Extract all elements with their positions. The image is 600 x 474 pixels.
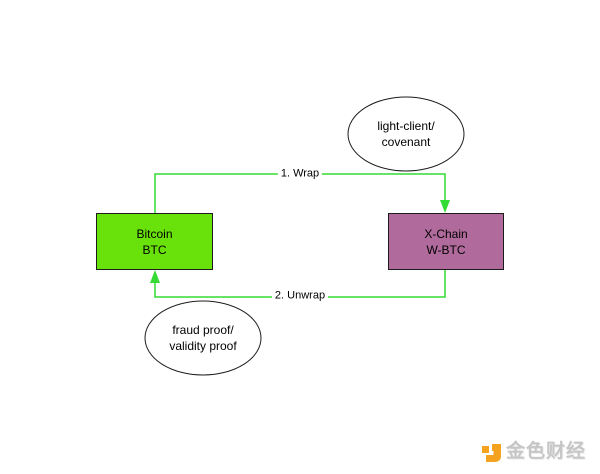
fraud-proof-label-line2: validity proof	[169, 339, 237, 353]
wrap-edge-label: 1. Wrap	[277, 167, 323, 181]
light-client-label-line2: covenant	[381, 135, 431, 149]
fraud-proof-label-line1: fraud proof/	[172, 323, 234, 337]
watermark-text: 金色财经	[506, 441, 587, 462]
xchain-node-subtitle: W-BTC	[426, 242, 466, 257]
light-client-label: light-client/ covenant	[377, 118, 434, 150]
bitcoin-node: Bitcoin BTC	[96, 213, 213, 270]
watermark: 金色财经	[481, 441, 586, 463]
xchain-node-title: X-Chain	[424, 226, 468, 241]
bitcoin-node-subtitle: BTC	[142, 242, 167, 257]
jinse-logo-icon	[482, 444, 501, 462]
fraud-proof-ellipse	[144, 300, 262, 376]
unwrap-edge-label: 2. Unwrap	[271, 289, 329, 303]
xchain-node: X-Chain W-BTC	[388, 213, 504, 270]
wrap-arrowhead-icon	[440, 200, 450, 213]
fraud-proof-label: fraud proof/ validity proof	[169, 322, 236, 354]
light-client-label-line1: light-client/	[377, 119, 435, 133]
light-client-ellipse	[347, 96, 465, 172]
unwrap-arrowhead-icon	[150, 270, 160, 283]
bitcoin-node-title: Bitcoin	[136, 226, 173, 241]
